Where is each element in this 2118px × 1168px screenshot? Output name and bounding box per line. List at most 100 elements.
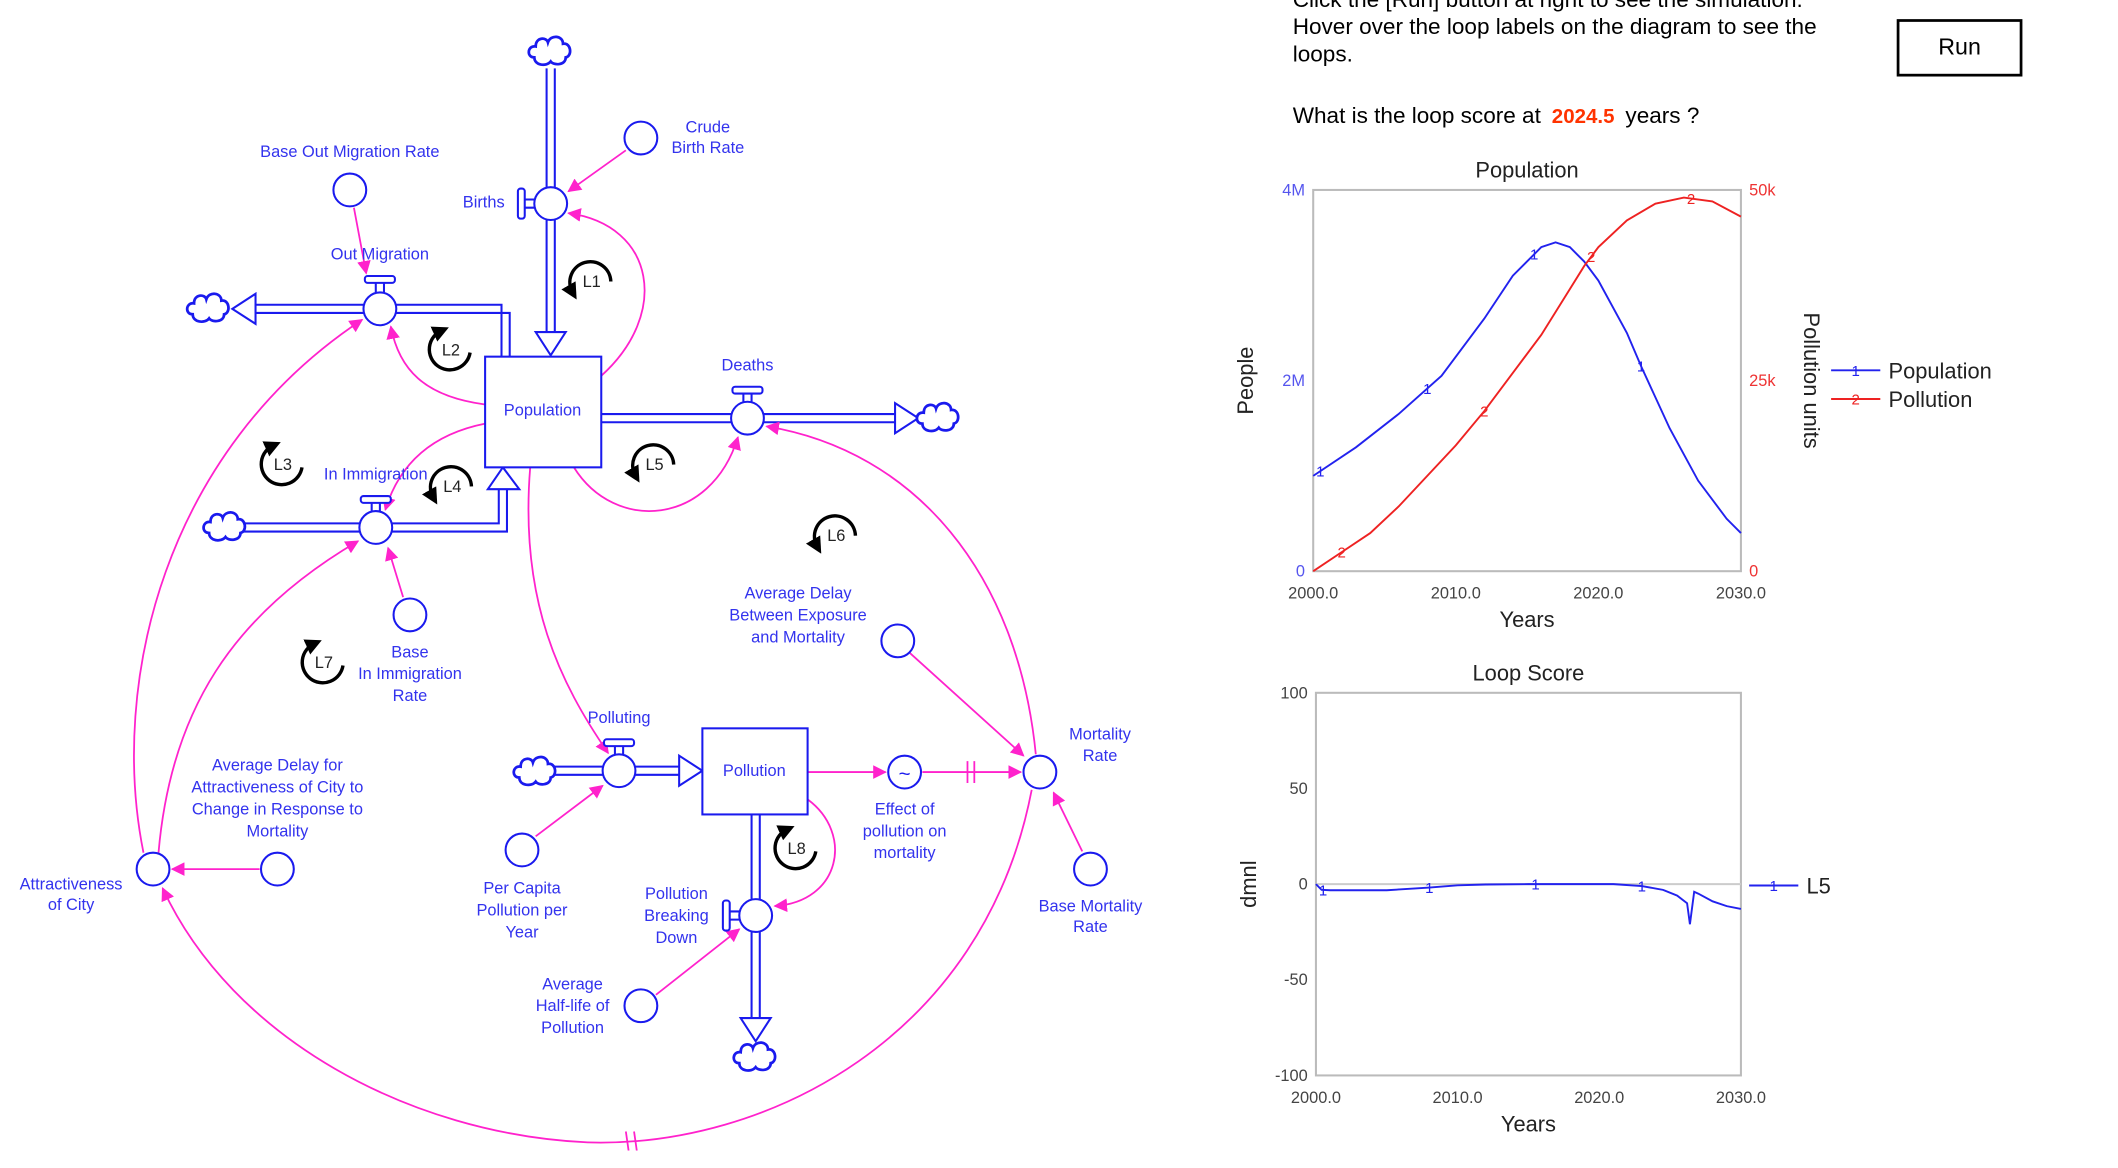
cloud-icon [185,292,230,324]
aux-label: Per Capita [483,880,561,898]
aux-label: of City [48,896,95,914]
aux-average-half-life[interactable]: Average Half-life of Pollution [536,975,659,1037]
x-tick-label: 2000.0 [1288,585,1338,603]
stock-population[interactable]: Population [484,355,603,469]
loop-l4[interactable]: L4 [421,465,474,505]
legend-marker: 1 [1852,363,1860,380]
flow-label: Births [463,194,505,212]
flow-out-migration[interactable]: Out Migration [331,246,429,327]
cloud-icon [732,1041,777,1072]
aux-base-mortality-rate[interactable]: Base Mortality Rate [1039,851,1144,936]
x-tick-label: 2010.0 [1433,1089,1483,1107]
flow-label: Out Migration [331,246,429,264]
series-marker: 1 [1423,381,1431,398]
instructions-line-1: Click the [Run] button at right to see t… [1292,0,1803,13]
y-tick-label: 0 [1299,876,1308,894]
aux-crude-birth-rate[interactable]: Crude Birth Rate [623,119,744,157]
aux-attractiveness-of-city[interactable]: Attractiveness of City [20,851,171,914]
aux-label: Change in Response to [192,800,363,818]
series-line-population [1312,241,1742,534]
cloud-icon [527,35,572,67]
series-line-pollution [1312,196,1742,572]
aux-label: Pollution per [476,902,568,920]
y2-tick-label: 50k [1749,181,1776,199]
y2-tick-label: 0 [1749,563,1758,581]
loop-arrow-icon [624,443,676,483]
flow-polluting[interactable]: Polluting [588,709,651,789]
loop-l6[interactable]: L6 [805,514,858,554]
instructions-line-2: Hover over the loop labels on the diagra… [1292,15,1817,67]
series-marker: 1 [1316,464,1324,481]
aux-label: Between Exposure [729,606,866,624]
loop-l1[interactable]: L1 [561,260,613,300]
y2-tick-label: 25k [1749,372,1776,390]
x-axis-label: Years [1501,1111,1556,1136]
flow-label: In Immigration [324,466,428,484]
y-tick-label: 100 [1280,684,1307,702]
series-marker: 2 [1587,249,1595,266]
aux-average-delay-attractiveness[interactable]: Average Delay for Attractiveness of City… [191,757,363,887]
aux-base-out-migration-rate[interactable]: Base Out Migration Rate [260,143,439,208]
series-marker: 1 [1319,882,1327,899]
aux-label: Effect of [875,800,935,818]
loop-l7[interactable]: L7 [300,639,345,685]
series-marker: 1 [1425,880,1433,897]
loop-l8[interactable]: L8 [773,825,818,871]
series-marker: 1 [1531,877,1539,894]
flow-in-immigration[interactable]: In Immigration [324,466,428,545]
question-suffix: years ? [1625,103,1700,129]
loop-l2[interactable]: L2 [427,326,472,372]
aux-label: Rate [1073,918,1108,936]
flow-label: Polluting [588,709,651,727]
flow-births[interactable]: Births [463,186,569,222]
loop-label: L4 [443,478,461,496]
aux-label: Average Delay for [212,757,343,775]
aux-base-in-immigration-rate[interactable]: Base In Immigration Rate [358,597,462,705]
loop-arrow-icon [300,639,345,685]
loop-l3[interactable]: L3 [259,441,304,487]
flow-label: Deaths [722,356,774,374]
aux-label: Rate [393,687,428,705]
y-axis-label: dmnl [1236,860,1261,907]
aux-label: Birth Rate [671,139,744,157]
loop-l5[interactable]: L5 [624,443,676,483]
loop-arrow-icon [773,825,818,871]
flow-label: Down [655,929,697,947]
x-tick-label: 2020.0 [1573,585,1623,603]
aux-average-delay-exposure[interactable]: Average Delay Between Exposure and Morta… [729,585,916,659]
aux-label: Base Mortality [1039,897,1144,915]
loop-label: L6 [827,527,845,545]
aux-mortality-rate[interactable]: Mortality Rate [1022,725,1132,790]
aux-label: Half-life of [536,997,610,1015]
loop-label: L5 [645,456,663,474]
cloud-icon [512,755,557,787]
y-tick-label: -100 [1275,1067,1308,1085]
legend-label: L5 [1807,874,1831,899]
series-marker: 2 [1338,545,1346,562]
series-marker: 1 [1638,879,1646,896]
y-tick-label: 2M [1282,372,1305,390]
aux-effect-of-pollution[interactable]: ~ Effect of pollution on mortality [863,754,947,862]
chart-title: Population [1475,158,1578,183]
x-tick-label: 2000.0 [1291,1089,1341,1107]
loop-arrow-icon [561,260,613,300]
series-marker: 2 [1687,191,1695,208]
x-tick-label: 2030.0 [1716,585,1766,603]
stock-label: Pollution [723,762,786,780]
flow-pollution-breaking-down[interactable]: Pollution Breaking Down [644,885,774,947]
series-line-l5 [1315,883,1742,925]
legend-marker: 1 [1770,878,1778,895]
stock-pollution[interactable]: Pollution [701,727,809,816]
cloud-icon [915,401,960,433]
aux-per-capita-pollution[interactable]: Per Capita Pollution per Year [476,832,568,942]
plot-frame [1312,188,1742,573]
flow-deaths[interactable]: Deaths [722,356,774,436]
run-button[interactable]: Run [1896,19,2023,77]
stock-label: Population [504,401,581,419]
lookup-icon: ~ [899,762,911,785]
clouds [185,35,960,1072]
y-tick-label: 4M [1282,181,1305,199]
loop-label: L7 [315,654,333,672]
